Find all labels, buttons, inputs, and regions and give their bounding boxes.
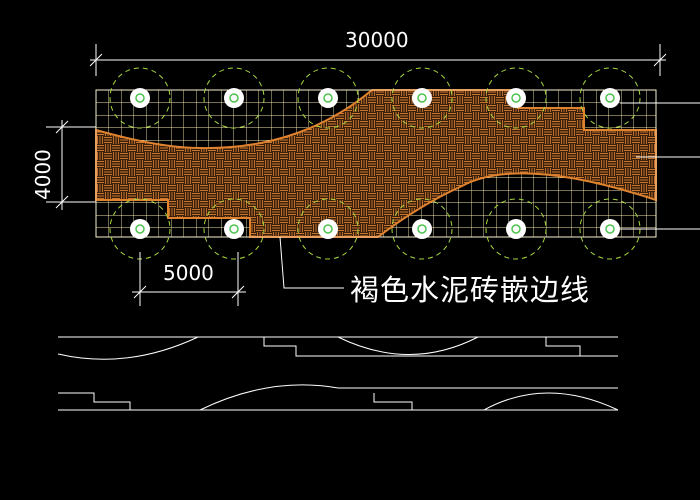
tree-row-bottom — [109, 198, 641, 260]
tree-icon — [297, 198, 359, 260]
dimension-width — [46, 120, 96, 210]
strip-outline — [95, 89, 657, 238]
tree-icon — [109, 67, 171, 129]
profile-diagram-bottom — [58, 384, 619, 411]
dimension-tree-spacing — [132, 252, 246, 306]
tree-icon — [485, 198, 547, 260]
tree-icon — [485, 67, 547, 129]
tree-icon — [203, 198, 265, 260]
tree-icon — [391, 67, 453, 129]
tree-icon — [579, 67, 641, 129]
tree-icon — [203, 67, 265, 129]
tree-icon — [297, 67, 359, 129]
dimension-overall-length — [89, 44, 667, 76]
dimension-tree-spacing-label: 5000 — [163, 261, 214, 285]
tree-row-top — [109, 67, 641, 129]
dimension-width-label: 4000 — [31, 149, 55, 200]
dimension-overall-length-label: 30000 — [345, 28, 409, 52]
tree-icon — [391, 198, 453, 260]
leader-lines-right — [620, 102, 700, 230]
callout-leader — [279, 236, 344, 289]
profile-diagram-top — [57, 336, 618, 360]
callout-label: 褐色水泥砖嵌边线 — [350, 273, 590, 307]
